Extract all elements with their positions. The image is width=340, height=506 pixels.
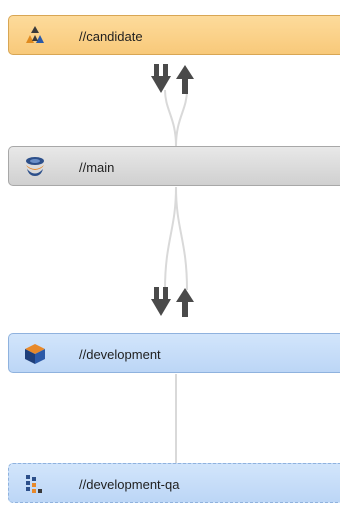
copy-up-arrow-icon bbox=[176, 65, 194, 94]
stream-label: //main bbox=[79, 160, 115, 175]
flow-indicator-candidate-main[interactable] bbox=[150, 63, 194, 97]
release-stream-icon bbox=[23, 24, 47, 48]
merge-down-arrow-icon bbox=[151, 64, 171, 93]
stream-label: //development-qa bbox=[79, 477, 180, 492]
mainline-stream-icon bbox=[23, 155, 47, 179]
stream-node-main[interactable]: //main bbox=[8, 146, 340, 186]
connector-candidate-main-right bbox=[175, 89, 188, 147]
stream-label: //candidate bbox=[79, 29, 143, 44]
stream-node-development-qa[interactable]: //development-qa bbox=[8, 463, 340, 503]
copy-up-arrow-icon bbox=[176, 288, 194, 317]
development-stream-icon bbox=[23, 342, 47, 366]
virtual-stream-icon bbox=[23, 472, 47, 496]
stream-label: //development bbox=[79, 347, 161, 362]
merge-down-arrow-icon bbox=[151, 287, 171, 316]
stream-node-candidate[interactable]: //candidate bbox=[8, 15, 340, 55]
connector-main-development-left bbox=[164, 186, 177, 291]
connector-main-development-right bbox=[175, 186, 188, 291]
flow-indicator-main-development[interactable] bbox=[150, 286, 194, 320]
stream-node-development[interactable]: //development bbox=[8, 333, 340, 373]
connector-candidate-main-left bbox=[164, 89, 177, 147]
